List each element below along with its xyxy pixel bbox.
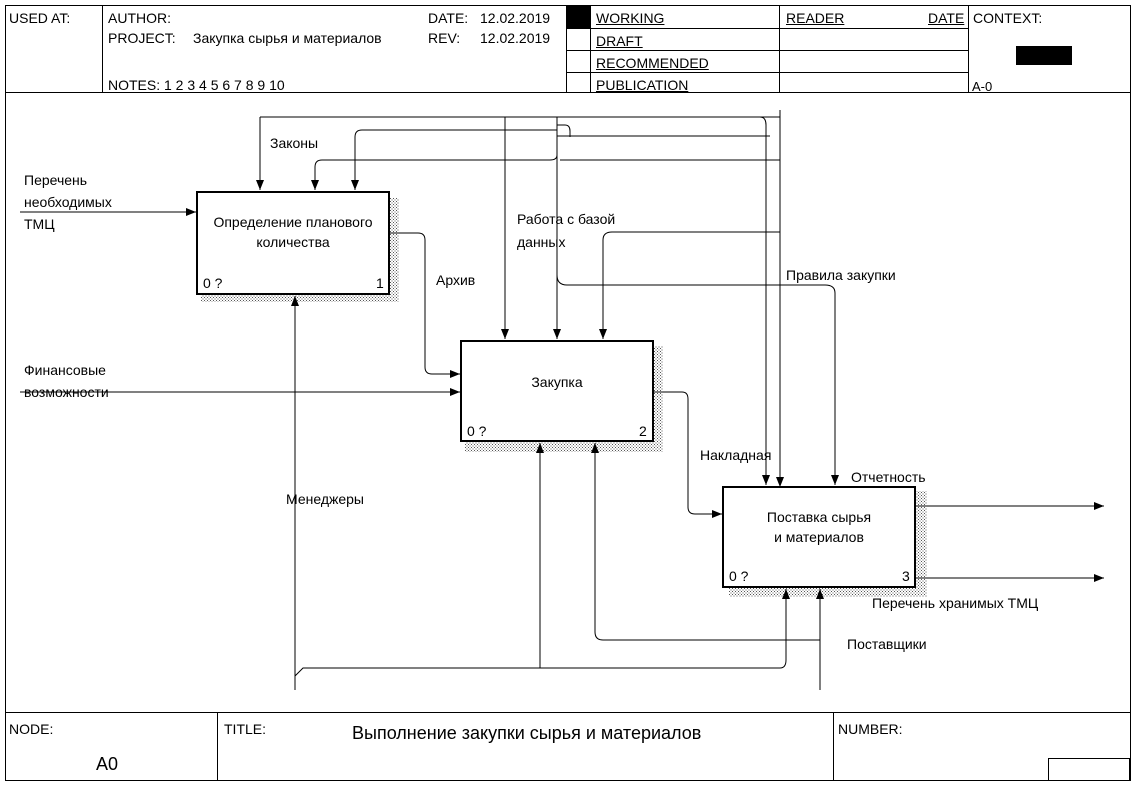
activity-1-cost: 0 ? <box>203 275 223 291</box>
title-label: TITLE: <box>224 721 267 737</box>
activity-2-label: Закупка <box>461 372 653 392</box>
author-label: AUTHOR: <box>108 10 171 26</box>
status-draft: DRAFT <box>596 33 643 49</box>
arrow-label-finance-2: возможности <box>24 384 109 400</box>
activity-box-2 <box>460 340 654 442</box>
project-label: PROJECT: <box>108 30 176 46</box>
project-value: Закупка сырья и материалов <box>193 30 382 46</box>
activity-3-cost: 0 ? <box>729 568 749 584</box>
arrows <box>20 110 1104 690</box>
activity-1-line2: количества <box>256 234 330 250</box>
status-publication: PUBLICATION <box>596 77 689 93</box>
used-at-label: USED AT: <box>9 10 71 26</box>
arrow-label-db-2: данных <box>517 234 566 250</box>
activity-3-line2: и материалов <box>774 529 864 545</box>
arrow-label-laws: Законы <box>270 135 319 151</box>
activity-2-number: 2 <box>639 423 647 439</box>
arrow-label-stored: Перечень хранимых ТМЦ <box>872 595 1039 611</box>
context-thumbnail <box>1016 46 1072 65</box>
notes-label: NOTES: 1 2 3 4 5 6 7 8 9 10 <box>108 77 285 93</box>
rev-label: REV: <box>428 30 461 46</box>
arrow-label-report: Отчетность <box>851 469 926 485</box>
rev-value: 12.02.2019 <box>480 30 551 46</box>
arrow-label-invoice: Накладная <box>700 447 772 463</box>
activity-1-label: Определение планового количества <box>197 212 389 252</box>
activity-box-1 <box>196 191 390 295</box>
reader-date-label: DATE <box>928 10 965 26</box>
diagram-title: Выполнение закупки сырья и материалов <box>352 723 702 743</box>
node-label: NODE: <box>9 721 54 737</box>
arrow-label-managers: Менеджеры <box>286 491 364 507</box>
activity-3-line1: Поставка сырья <box>766 509 872 525</box>
arrow-label-db-1: Работа с базой <box>517 211 616 227</box>
activity-2-line1: Закупка <box>531 374 583 390</box>
reader-label: READER <box>786 10 845 26</box>
activity-1-line1: Определение планового <box>213 214 373 230</box>
arrow-label-rules: Правила закупки <box>786 267 896 283</box>
activity-3-number: 3 <box>902 568 910 584</box>
node-value: A0 <box>96 754 119 774</box>
context-code: A-0 <box>972 79 993 94</box>
arrow-label-archive: Архив <box>436 272 476 288</box>
activity-1-number: 1 <box>376 275 384 291</box>
activity-2-cost: 0 ? <box>467 423 487 439</box>
activity-box-3 <box>722 486 916 588</box>
arrow-label-needed-1: Перечень <box>24 172 88 188</box>
arrow-label-finance-1: Финансовые <box>24 362 106 378</box>
arrow-label-suppliers: Поставщики <box>847 636 927 652</box>
working-status-marker <box>566 5 590 28</box>
status-recommended: RECOMMENDED <box>596 55 709 71</box>
number-label: NUMBER: <box>838 721 903 737</box>
activity-3-label: Поставка сырья и материалов <box>723 507 915 547</box>
context-label: CONTEXT: <box>973 10 1043 26</box>
arrow-label-needed-3: ТМЦ <box>24 216 55 232</box>
status-working: WORKING <box>596 10 665 26</box>
date-label: DATE: <box>428 10 469 26</box>
date-value: 12.02.2019 <box>480 10 551 26</box>
arrow-label-needed-2: необходимых <box>24 194 112 210</box>
